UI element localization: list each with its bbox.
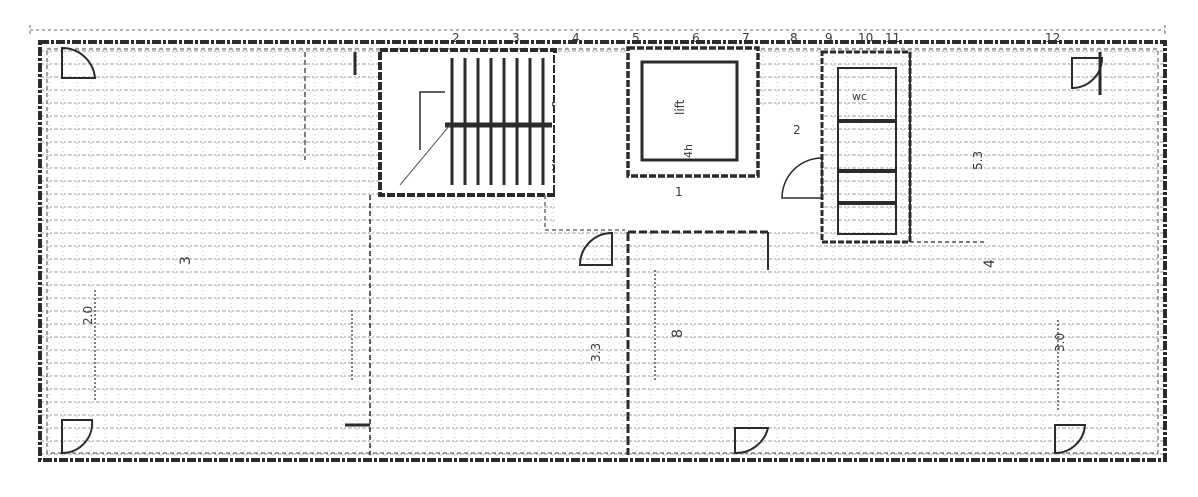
top-number: 8 [790, 31, 798, 45]
top-number: 9 [825, 31, 833, 45]
door-bottom-center [734, 427, 770, 455]
lift-label-small: 4h [682, 144, 695, 158]
door-bottom-right [1054, 424, 1087, 455]
outer-wall [38, 40, 1167, 462]
bottom-right-area: 3.0 [1053, 333, 1067, 352]
left-office-partitions [304, 52, 371, 455]
corridor-lower-wall [544, 195, 625, 231]
right-room-number: 4 [982, 259, 998, 268]
window-marks [94, 270, 1059, 410]
top-dimension-line [29, 25, 1166, 35]
top-number: 2 [452, 31, 460, 45]
wc-label: wc [852, 90, 867, 103]
door-stair [578, 231, 613, 266]
cleaning-room [837, 203, 897, 235]
left-room-number: 3 [178, 256, 194, 265]
top-number: 7 [742, 31, 750, 45]
center-partitions [626, 230, 770, 455]
hall-label: 2 [793, 123, 801, 137]
right-room-area: 5.3 [971, 151, 985, 170]
stair-handrail [419, 91, 445, 150]
top-number: 6 [692, 31, 700, 45]
storage-room [837, 171, 897, 203]
door-top-right [1071, 57, 1104, 90]
service-block-wall [820, 50, 912, 244]
center-room-number: 8 [670, 329, 686, 338]
top-number: 4 [572, 31, 580, 45]
lift-label: lift [673, 99, 687, 115]
right-partitions [909, 52, 1102, 243]
wc-room [837, 67, 897, 121]
top-number: 5 [632, 31, 640, 45]
door-bottom-left [61, 419, 94, 455]
stair-treads [450, 58, 545, 185]
outer-wall-inner [46, 48, 1159, 454]
hall-label: 1 [675, 185, 683, 199]
stair-core: 8 4h [378, 48, 563, 197]
lift-shaft [640, 60, 739, 162]
left-room-area: 2.0 [81, 306, 95, 325]
service-rooms: wc [781, 50, 912, 244]
shower-room [837, 121, 897, 171]
doors [61, 46, 1104, 455]
top-number: 3 [512, 31, 520, 45]
stair-break-line [399, 124, 451, 186]
door-top-left [61, 46, 97, 79]
central-corridor [555, 55, 820, 232]
center-room-area: 3.3 [589, 343, 603, 362]
lift-block: lift 4h [626, 46, 760, 178]
service-door-swing [781, 157, 823, 199]
